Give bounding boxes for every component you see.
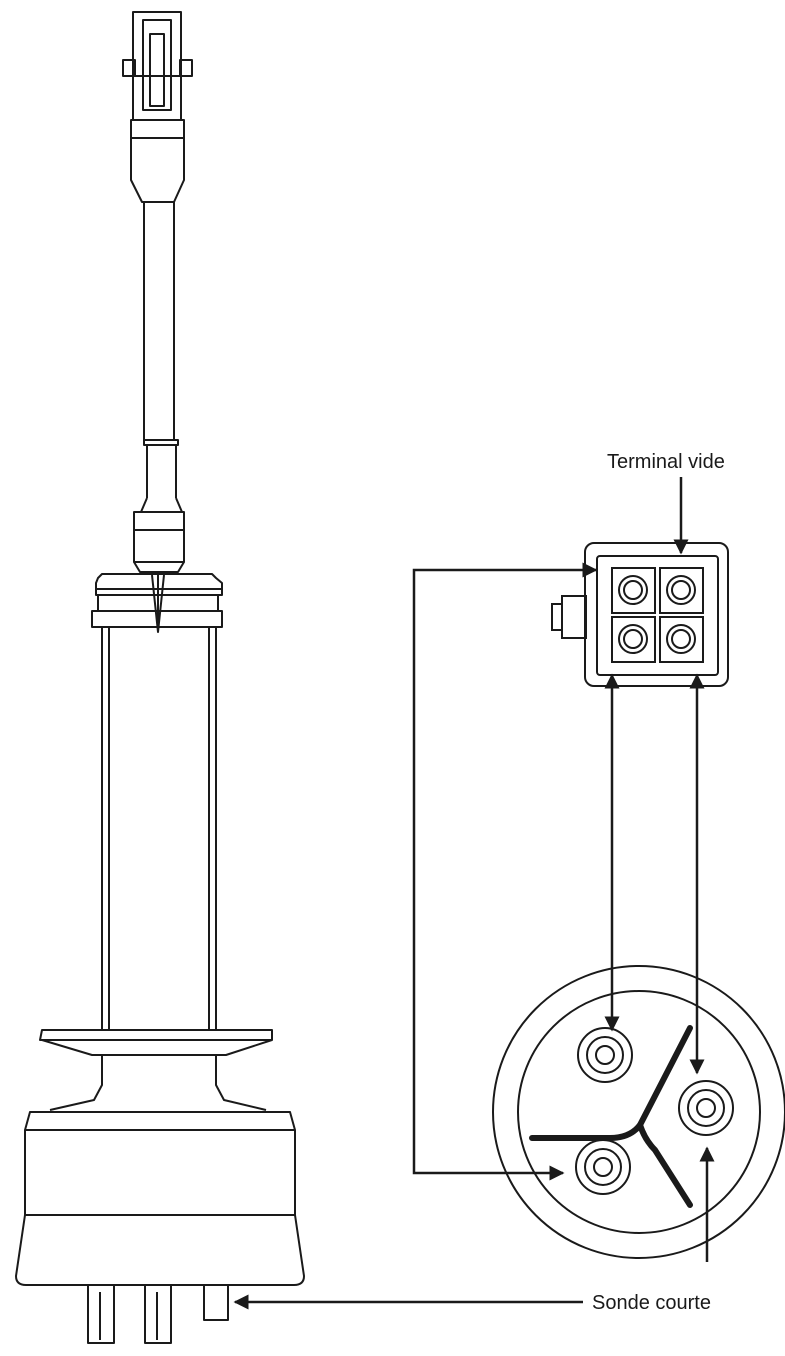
flame-sensor-assembly: [15, 11, 305, 1344]
terminal-connector: [551, 542, 729, 687]
connector-plug: [122, 11, 193, 203]
probe-divider: [529, 1025, 693, 1208]
sensor-body: [101, 627, 217, 1030]
probe-label: Sonde courte: [592, 1292, 711, 1314]
sensor-flange: [39, 1029, 273, 1111]
sensor-cable: [133, 202, 185, 573]
probe-base-view: [492, 965, 785, 1259]
sensor-pins: [87, 1285, 229, 1344]
sensor-fitting: [91, 573, 223, 633]
arrow-probe-to-terminal-left: [412, 562, 598, 1181]
terminal-label: Terminal vide: [607, 451, 725, 473]
sensor-base: [15, 1111, 305, 1286]
terminal-pin-sockets: [618, 575, 696, 654]
connection-lines: [233, 477, 715, 1310]
